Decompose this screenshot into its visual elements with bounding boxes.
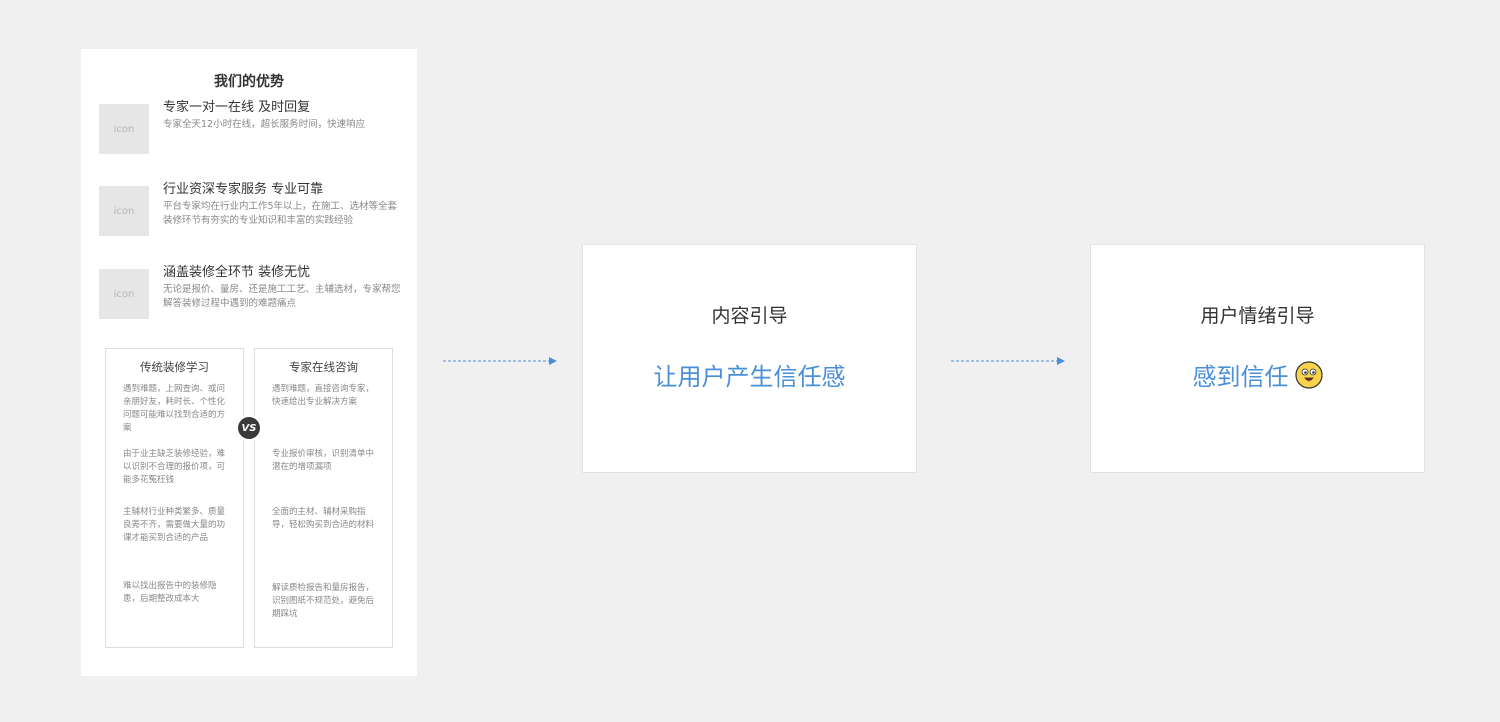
advantage-desc: 专家全天12小时在线，超长服务时间，快速响应 (163, 119, 366, 130)
column-item: 遇到难题，直接咨询专家，快速给出专业解决方案 (272, 384, 375, 407)
traditional-learning-column: 传统装修学习 遇到难题，上网查询、或问亲朋好友，耗时长、个性化问题可能难以找到合… (105, 348, 244, 648)
dashed-arrow-icon (951, 357, 1065, 365)
advantage-desc: 无论是报价、量房、还是施工工艺、主辅选材，专家帮您解答装修过程中遇到的难题痛点 (163, 284, 401, 309)
panel-title: 我们的优势 (214, 74, 284, 90)
placeholder-icon: icon (99, 269, 149, 319)
smiling-face-icon (1294, 360, 1323, 389)
vs-badge-icon: VS (236, 415, 262, 441)
expert-consult-column: 专家在线咨询 遇到难题，直接咨询专家，快速给出专业解决方案 专业报价审核，识别清… (254, 348, 393, 648)
card-subtitle: 感到信任 (1091, 357, 1424, 392)
column-title: 传统装修学习 (140, 360, 209, 374)
content-guidance-card: 内容引导 让用户产生信任感 (582, 244, 917, 473)
card-subtitle: 让用户产生信任感 (583, 357, 916, 392)
column-item: 专业报价审核，识别清单中潜在的增项漏项 (272, 449, 375, 472)
card-title: 用户情绪引导 (1200, 305, 1315, 327)
column-item: 全面的主材、辅材采购指导，轻松购买到合适的材料 (272, 507, 375, 530)
card-subtitle-text: 感到信任 (1192, 363, 1289, 391)
advantages-panel: 我们的优势 icon 专家一对一在线 及时回复 专家全天12小时在线，超长服务时… (81, 49, 417, 676)
column-item: 解读质检报告和量房报告，识别图纸不规范处，避免后期踩坑 (272, 583, 375, 619)
column-item: 主辅材行业种类繁多、质量良莠不齐，需要做大量的功课才能买到合适的产品 (123, 507, 226, 543)
advantage-title: 行业资深专家服务 专业可靠 (163, 182, 324, 197)
emotion-guidance-card: 用户情绪引导 感到信任 (1090, 244, 1425, 473)
column-item: 难以找出报告中的装修隐患，后期整改成本大 (123, 581, 217, 604)
placeholder-icon: icon (99, 186, 149, 236)
card-title: 内容引导 (711, 305, 788, 327)
advantage-title: 专家一对一在线 及时回复 (163, 100, 311, 115)
placeholder-icon: icon (99, 104, 149, 154)
dashed-arrow-icon (443, 357, 557, 365)
column-title: 专家在线咨询 (289, 360, 358, 374)
advantage-title: 涵盖装修全环节 装修无忧 (163, 265, 311, 280)
advantage-desc: 平台专家均在行业内工作5年以上，在施工、选材等全套装修环节有夯实的专业知识和丰富… (163, 201, 398, 226)
column-item: 遇到难题，上网查询、或问亲朋好友，耗时长、个性化问题可能难以找到合适的方案 (123, 384, 226, 433)
column-item: 由于业主缺乏装修经验，难以识别不合理的报价项，可能多花冤枉钱 (123, 449, 226, 485)
card-subtitle-text: 让用户产生信任感 (653, 363, 846, 391)
